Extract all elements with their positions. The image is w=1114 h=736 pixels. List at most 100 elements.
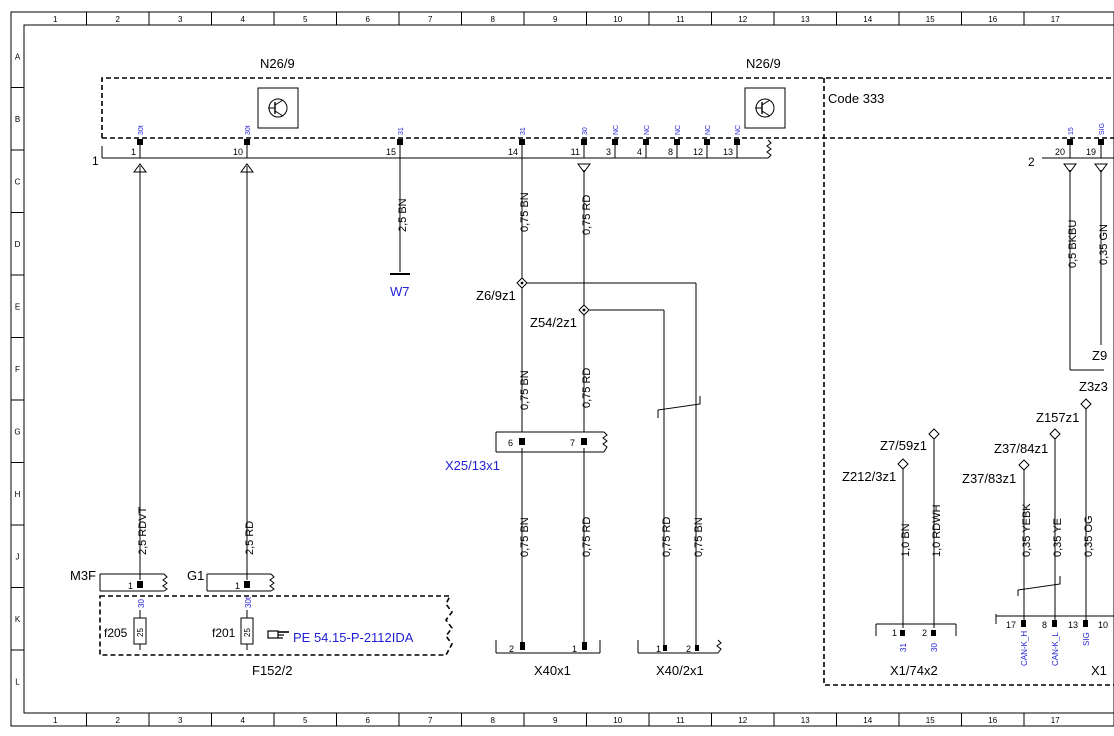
m3f-pin: 1 bbox=[128, 581, 133, 591]
grid-row-E: E bbox=[15, 302, 20, 311]
x1-pin-17: 17 bbox=[1006, 620, 1016, 630]
fuse-f205-icon bbox=[133, 617, 147, 645]
n26-box-border bbox=[101, 77, 1114, 138]
pin-signal: NC bbox=[644, 125, 651, 135]
connector-1-label: 1 bbox=[92, 154, 99, 168]
f152-label: F152/2 bbox=[252, 663, 292, 678]
wire-bn075-d-label: 0,75 BN bbox=[693, 517, 705, 557]
grid-row-G: G bbox=[14, 427, 20, 436]
wire-rd075-b-label: 0,75 RD bbox=[581, 368, 593, 408]
grid-col-bottom-6: 6 bbox=[366, 716, 371, 725]
grid-row-J: J bbox=[16, 552, 20, 561]
pin-signal: 31 bbox=[520, 127, 527, 135]
w7-label[interactable]: W7 bbox=[390, 284, 410, 299]
g1-pin: 1 bbox=[235, 581, 240, 591]
wire-gn-label: 0,35 GN bbox=[1098, 224, 1110, 265]
grid-col-top-17: 17 bbox=[1051, 15, 1060, 24]
splice-z54-dot bbox=[582, 308, 586, 312]
wire-rd075-c-label: 0,75 RD bbox=[581, 517, 593, 557]
wire-rd075-a-label: 0,75 RD bbox=[581, 195, 593, 235]
z3-label: Z3z3 bbox=[1079, 379, 1108, 394]
grid-col-top-15: 15 bbox=[926, 15, 935, 24]
code-333-box bbox=[823, 78, 1114, 686]
pin-number: 10 bbox=[233, 147, 243, 157]
pin-number: 3 bbox=[606, 147, 611, 157]
pin-marker bbox=[1098, 139, 1104, 145]
z9-label: Z9 bbox=[1092, 348, 1107, 363]
x1-sig-can-l: CAN-K_L bbox=[1051, 632, 1060, 666]
splice-z37-83-icon bbox=[1018, 459, 1030, 471]
grid-col-bottom-1: 1 bbox=[53, 716, 58, 725]
splice-z212-icon bbox=[897, 458, 909, 470]
pointing-hand-icon[interactable] bbox=[267, 630, 289, 639]
grid-col-top-4: 4 bbox=[241, 15, 246, 24]
grid-col-bottom-8: 8 bbox=[491, 716, 496, 725]
pin-signal: 30t bbox=[138, 125, 145, 135]
wire-rd25-label: 2,5 RD bbox=[244, 521, 256, 555]
pin-number: 15 bbox=[386, 147, 396, 157]
wire-ye-label: 0,35 YE bbox=[1052, 518, 1064, 557]
grid-col-bottom-7: 7 bbox=[428, 716, 433, 725]
twisted-pair-marker bbox=[657, 396, 701, 418]
arrow-down-icon bbox=[1094, 163, 1108, 173]
wire-bn075-a-label: 0,75 BN bbox=[519, 192, 531, 232]
splice-z6-dot bbox=[520, 281, 524, 285]
x1-connector bbox=[995, 614, 1114, 627]
pin-number: 14 bbox=[508, 147, 518, 157]
grid-row-C: C bbox=[15, 177, 21, 186]
grid-col-bottom-13: 13 bbox=[801, 716, 810, 725]
m3f-connector bbox=[99, 573, 168, 592]
grid-col-top-2: 2 bbox=[116, 15, 121, 24]
grid-row-F: F bbox=[15, 365, 20, 374]
grid-col-top-13: 13 bbox=[801, 15, 810, 24]
wire-rdwh-label: 1,0 RDWH bbox=[931, 504, 943, 557]
arrow-up-icon bbox=[133, 163, 147, 173]
pe-reference-link[interactable]: PE 54.15-P-2112IDA bbox=[293, 630, 414, 645]
pin-signal: SIG bbox=[1099, 123, 1106, 135]
x40-2x1-pin-1: 1 bbox=[656, 644, 661, 654]
grid-col-top-12: 12 bbox=[738, 15, 747, 24]
x25-label[interactable]: X25/13x1 bbox=[445, 458, 500, 473]
x25-connector bbox=[495, 431, 608, 453]
grid-col-top-16: 16 bbox=[988, 15, 997, 24]
g1-sig: 30t bbox=[244, 596, 253, 608]
grid-col-top-7: 7 bbox=[428, 15, 433, 24]
z157-label: Z157z1 bbox=[1036, 410, 1079, 425]
z54-label: Z54/2z1 bbox=[530, 315, 577, 330]
wire-bn10-label: 1,0 BN bbox=[900, 523, 912, 557]
n26-left-label: N26/9 bbox=[260, 56, 295, 71]
pin-signal: 15 bbox=[1068, 127, 1075, 135]
pin-marker bbox=[137, 139, 143, 145]
pin-marker bbox=[244, 139, 250, 145]
grid-col-top-14: 14 bbox=[863, 15, 872, 24]
wire-og-label: 0,35 OG bbox=[1083, 515, 1095, 557]
wire-bn075-c-label: 0,75 BN bbox=[519, 517, 531, 557]
z7-label: Z7/59z1 bbox=[880, 438, 927, 453]
arrow-down-icon bbox=[577, 163, 591, 173]
pin-marker bbox=[674, 139, 680, 145]
grid-col-bottom-3: 3 bbox=[178, 716, 183, 725]
grid-row-L: L bbox=[15, 677, 20, 686]
pin-signal: 30t bbox=[245, 125, 252, 135]
z6-label: Z6/9z1 bbox=[476, 288, 516, 303]
x1-74-sig-2: 30 bbox=[930, 643, 939, 652]
x40-2x1-label: X40/2x1 bbox=[656, 663, 704, 678]
grid-marks: 1122334455667788991010111112121313141415… bbox=[11, 12, 1060, 726]
grid-col-bottom-17: 17 bbox=[1051, 716, 1060, 725]
pin-number: 4 bbox=[637, 147, 642, 157]
transistor-icon-right bbox=[744, 87, 786, 129]
grid-row-K: K bbox=[15, 615, 21, 624]
grid-col-top-6: 6 bbox=[366, 15, 371, 24]
x25-pin-6: 6 bbox=[508, 438, 513, 448]
pin-signal: NC bbox=[675, 125, 682, 135]
x40-2x1-pin-2: 2 bbox=[686, 644, 691, 654]
x40x1-connector bbox=[495, 640, 601, 654]
x40x1-label: X40x1 bbox=[534, 663, 571, 678]
wire-bkbu-label: 0,5 BKBU bbox=[1067, 220, 1079, 268]
pin-number: 19 bbox=[1086, 147, 1096, 157]
n26-right-label: N26/9 bbox=[746, 56, 781, 71]
grid-col-bottom-4: 4 bbox=[241, 716, 246, 725]
splice-z3-icon bbox=[1080, 398, 1092, 410]
x1-74-pin-1: 1 bbox=[892, 628, 897, 638]
